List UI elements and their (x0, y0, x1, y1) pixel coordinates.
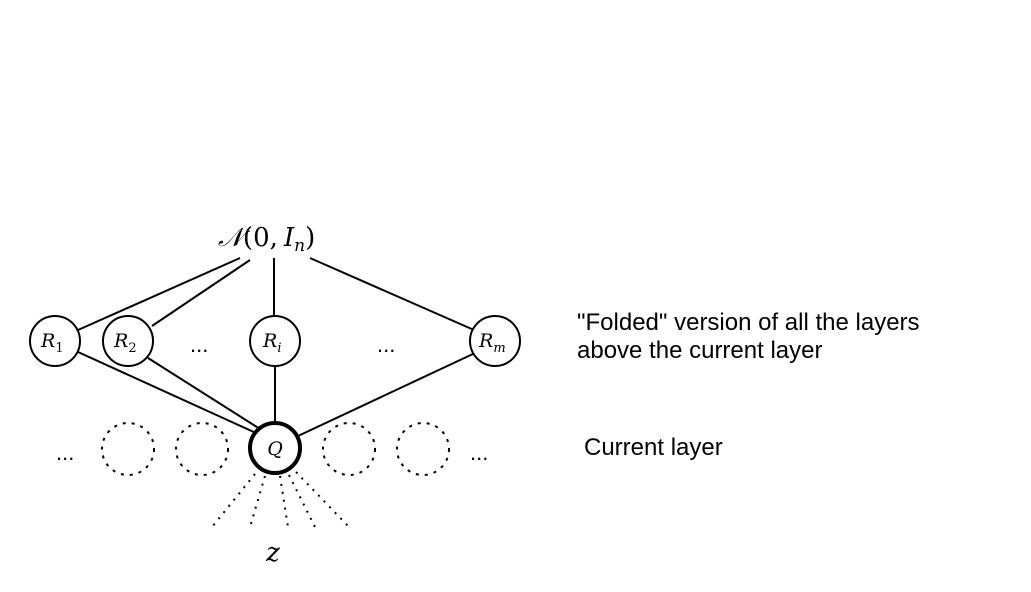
r-row-ellipsis-right: ... (377, 332, 395, 357)
edge-prior-r2 (151, 259, 251, 327)
node-r1-sub: 1 (55, 341, 63, 356)
current-layer-siblings (101, 422, 450, 476)
edge-rm-q (297, 352, 476, 437)
z-fan-lines (211, 471, 350, 528)
node-rm: Rm (469, 315, 521, 367)
svg-text:R1: R1 (40, 330, 64, 356)
prior-label: 𝒩(0,In) (218, 223, 315, 256)
z-line-4 (288, 474, 316, 528)
node-r2-base: R (113, 330, 128, 352)
svg-text:Ri: Ri (262, 330, 281, 356)
node-rm-sub: m (493, 341, 505, 356)
node-r2-sub: 2 (128, 341, 136, 356)
layer-ellipsis-left: ... (56, 440, 74, 465)
prior-open: (0, (243, 223, 278, 253)
node-ri: Ri (249, 315, 301, 367)
z-line-5 (295, 471, 350, 528)
edge-prior-rm (309, 257, 475, 331)
node-r2: R2 (102, 315, 154, 367)
layer-ellipsis-right: ... (470, 440, 488, 465)
edge-r1-q (77, 351, 257, 434)
r-to-q-edges (77, 351, 476, 437)
prior-sub: n (294, 236, 305, 256)
node-ri-base: R (262, 330, 277, 352)
prior-edges (77, 257, 475, 331)
sibling-node-2 (175, 422, 229, 476)
svg-text:Rm: Rm (478, 330, 506, 356)
prior-var: I (283, 223, 295, 253)
node-q-label: Q (267, 438, 283, 460)
sibling-node-3 (322, 422, 376, 476)
prior-close: ) (305, 223, 315, 253)
edge-r2-q (147, 357, 261, 430)
sibling-node-4 (396, 422, 450, 476)
sibling-node-1 (101, 422, 155, 476)
latent-z-label: z (265, 538, 280, 568)
current-layer-caption: Current layer (584, 434, 723, 461)
node-r1-base: R (40, 330, 55, 352)
folded-caption-line2: above the current layer (577, 337, 823, 364)
node-q: Q (248, 421, 302, 475)
node-r1: R1 (29, 315, 81, 367)
z-line-1 (211, 473, 256, 528)
node-rm-base: R (478, 330, 493, 352)
svg-text:R2: R2 (113, 330, 137, 356)
r-row-ellipsis-left: ... (190, 332, 208, 357)
z-line-2 (249, 475, 266, 528)
z-line-3 (279, 475, 289, 528)
node-ri-sub: i (277, 341, 281, 356)
edge-prior-r1 (77, 257, 241, 331)
r-nodes: R1 R2 Ri Rm (29, 315, 521, 367)
folded-caption-line1: "Folded" version of all the layers (577, 309, 920, 336)
